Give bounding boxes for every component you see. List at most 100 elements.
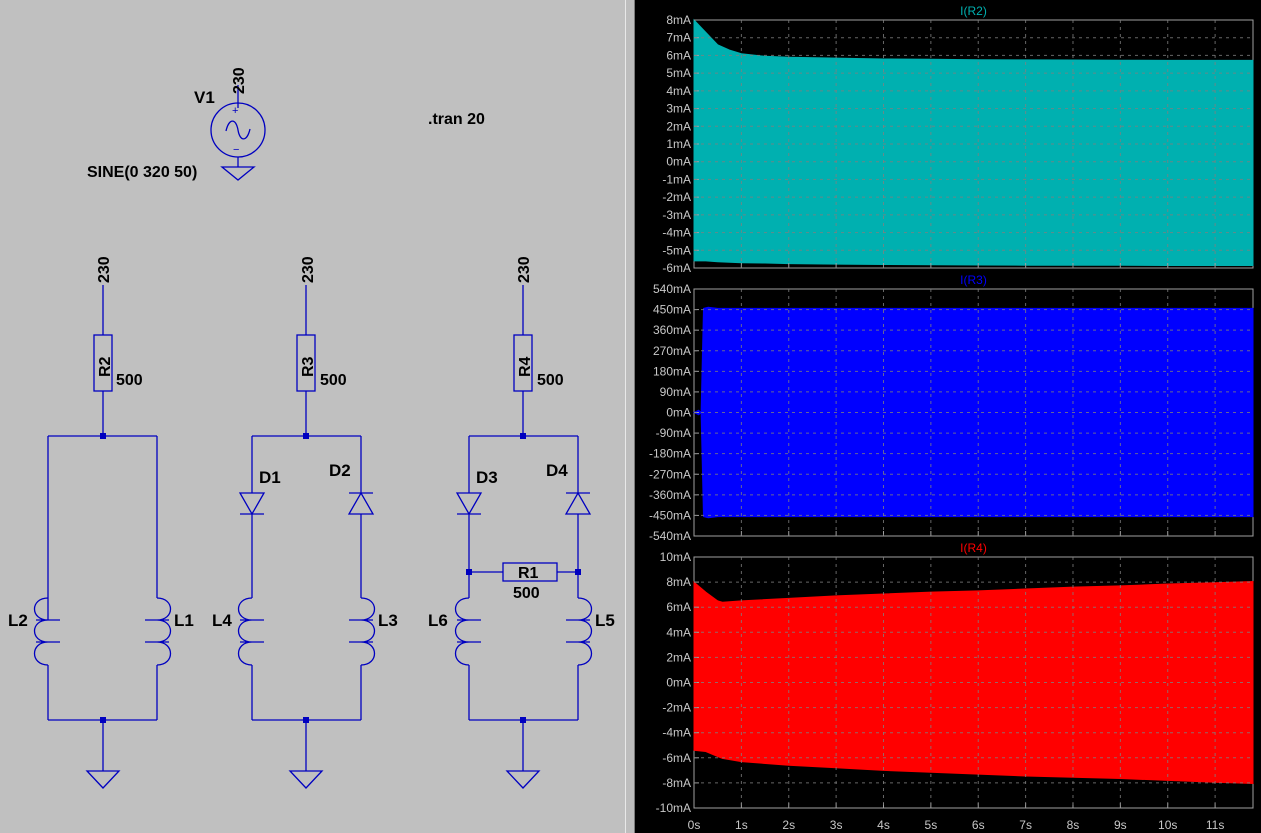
y-tick-label: -90mA [656,426,691,440]
y-tick-label: 2mA [666,650,691,664]
svg-text:+: + [232,105,238,117]
x-tick-label: 6s [972,818,985,832]
y-tick-label: 2mA [666,119,691,133]
resistor-r2-name: R2 [97,356,114,377]
y-tick-label: 0mA [666,676,691,690]
resistor-r3-value: 500 [320,372,347,389]
junction-dot [520,433,526,439]
y-tick-label: 360mA [653,323,691,337]
resistor-r2[interactable] [93,334,113,392]
x-tick-label: 1s [735,818,748,832]
source-name-label: V1 [194,88,215,107]
inductor-l5[interactable] [566,597,593,666]
junction-dot [100,717,106,723]
resistor-r4-value: 500 [537,372,564,389]
junction-dot [520,717,526,723]
y-tick-label: 3mA [666,102,691,116]
resistor-r2-value: 500 [116,372,143,389]
diode-d1-label: D1 [259,468,281,487]
y-tick-label: -5mA [662,243,691,257]
ground-symbol [86,720,120,789]
inductor-l5-label: L5 [595,611,615,630]
y-tick-label: -6mA [662,751,691,765]
y-tick-label: -6mA [662,261,691,275]
y-tick-label: -540mA [649,529,691,543]
x-tick-label: 8s [1067,818,1080,832]
diode-d1[interactable] [238,492,266,516]
schematic-pane[interactable]: + − V1 230 SINE(0 320 50) .tran 20 230 [0,0,625,833]
y-tick-label: 6mA [666,48,691,62]
diode-d4-label: D4 [546,461,568,480]
inductor-l4-label: L4 [212,611,232,630]
x-tick-label: 11s [1206,818,1224,832]
circuit-2-wires [251,285,362,721]
y-tick-label: 8mA [666,575,691,589]
y-tick-label: -360mA [649,488,691,502]
waveform-canvas[interactable]: 8mA7mA6mA5mA4mA3mA2mA1mA0mA-1mA-2mA-3mA-… [635,0,1261,833]
pane-splitter[interactable] [625,0,635,833]
y-tick-label: -3mA [662,208,691,222]
junction-dot [466,569,472,575]
y-tick-label: 1mA [666,137,691,151]
y-tick-label: -450mA [649,508,691,522]
inductor-l1-label: L1 [174,611,194,630]
junction-dot [303,433,309,439]
source-node-label: 230 [231,67,248,94]
inductor-l2-label: L2 [8,611,28,630]
y-tick-label: 4mA [666,625,691,639]
y-tick-label: -8mA [662,776,691,790]
x-tick-label: 4s [877,818,890,832]
y-tick-label: -2mA [662,701,691,715]
schematic-canvas[interactable]: + − V1 230 SINE(0 320 50) .tran 20 230 [0,0,625,833]
y-tick-label: 4mA [666,84,691,98]
inductor-l6-label: L6 [428,611,448,630]
diode-d2[interactable] [347,491,375,515]
y-tick-label: -180mA [649,447,691,461]
inductor-l3[interactable] [349,597,376,666]
supply-node-label-1: 230 [96,256,113,283]
y-tick-label: 540mA [653,282,691,296]
ground-symbol [506,720,540,789]
y-tick-label: 270mA [653,344,691,358]
x-tick-label: 7s [1019,818,1032,832]
svg-text:−: − [233,144,239,156]
resistor-r3[interactable] [296,334,316,392]
plot-title[interactable]: I(R2) [960,4,987,18]
trace-ir4 [693,580,1254,785]
plot-title[interactable]: I(R3) [960,273,987,287]
junction-dot [100,433,106,439]
x-tick-label: 10s [1158,818,1177,832]
supply-node-label-3: 230 [516,256,533,283]
junction-dot [575,569,581,575]
inductor-l4[interactable] [237,597,265,666]
spice-directive[interactable]: .tran 20 [428,111,485,128]
resistor-r1-name: R1 [518,565,539,582]
inductor-l3-label: L3 [378,611,398,630]
supply-node-label-2: 230 [300,256,317,283]
plot-title[interactable]: I(R4) [960,541,987,555]
diode-d3[interactable] [455,492,483,516]
ground-symbol [289,720,323,789]
x-tick-label: 0s [688,818,701,832]
inductor-l1[interactable] [145,597,172,666]
x-tick-label: 5s [925,818,938,832]
y-tick-label: -2mA [662,190,691,204]
resistor-r4[interactable] [513,334,533,392]
resistor-r1[interactable] [502,562,558,582]
source-value-label: SINE(0 320 50) [87,164,197,181]
resistor-r1-value: 500 [513,585,540,602]
y-tick-label: 450mA [653,303,691,317]
y-tick-label: 10mA [660,550,691,564]
diode-d4[interactable] [564,491,592,515]
voltage-source-v1[interactable]: + − [210,85,266,181]
inductor-l6[interactable] [454,597,482,666]
y-tick-label: 7mA [666,31,691,45]
y-tick-label: -10mA [656,801,691,815]
inductor-l2[interactable] [33,597,61,666]
x-tick-label: 3s [830,818,843,832]
y-tick-label: 5mA [666,66,691,80]
trace-ir3 [692,306,1254,519]
y-tick-label: -4mA [662,726,691,740]
y-tick-label: 180mA [653,364,691,378]
